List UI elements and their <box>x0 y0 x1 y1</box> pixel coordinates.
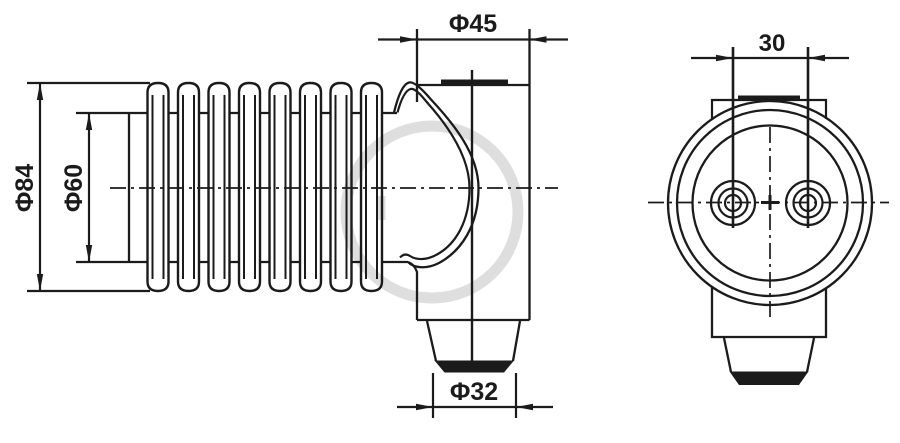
phi84-label: Φ84 <box>11 164 39 212</box>
watermark-ring <box>340 120 524 304</box>
phi84-dimension-lines <box>27 81 150 293</box>
end-lower-body <box>710 286 828 339</box>
watermark <box>340 120 524 304</box>
arrowhead-icon <box>516 403 533 411</box>
arrowhead-icon <box>36 274 44 291</box>
dimension-phi60: Φ60 <box>60 111 129 264</box>
center-cross-mark <box>761 195 779 210</box>
dim30-extension-lines <box>731 47 810 228</box>
dimension-phi45: Φ45 <box>378 10 568 43</box>
arrowhead-icon <box>36 83 44 100</box>
dome-inner-curve <box>396 87 471 261</box>
body-top-cap <box>441 79 508 86</box>
dimension-30: 30 <box>691 30 849 228</box>
end-view: 30 <box>648 30 889 385</box>
arrowhead-icon <box>529 36 547 43</box>
phi60-dimension-lines <box>76 111 129 264</box>
bellows-inner-lines <box>151 95 378 279</box>
tail-taper <box>425 320 522 362</box>
end-tail-black-band <box>729 371 809 385</box>
dimension-phi84: Φ84 <box>11 81 150 293</box>
arrowhead-icon <box>808 54 825 62</box>
arrowhead-icon <box>85 113 93 130</box>
phi45-label: Φ45 <box>449 10 497 38</box>
phi60-label: Φ60 <box>60 164 88 212</box>
dim30-label: 30 <box>759 30 786 57</box>
tail-black-band <box>434 360 514 373</box>
end-top-cap <box>738 95 800 101</box>
arrowhead-icon <box>716 54 733 62</box>
phi32-label: Φ32 <box>450 378 498 406</box>
dimension-phi32: Φ32 <box>397 373 553 418</box>
arrowhead-icon <box>416 403 433 411</box>
arrowhead-icon <box>400 36 417 43</box>
dome-outer-curve <box>392 81 480 269</box>
bellows-sheds-outline <box>146 81 384 293</box>
end-tail-taper <box>722 337 816 373</box>
side-view: Φ84 Φ60 Φ45 Φ32 <box>11 10 568 418</box>
dome-base-connector <box>407 260 419 273</box>
arrowhead-icon <box>85 245 93 262</box>
